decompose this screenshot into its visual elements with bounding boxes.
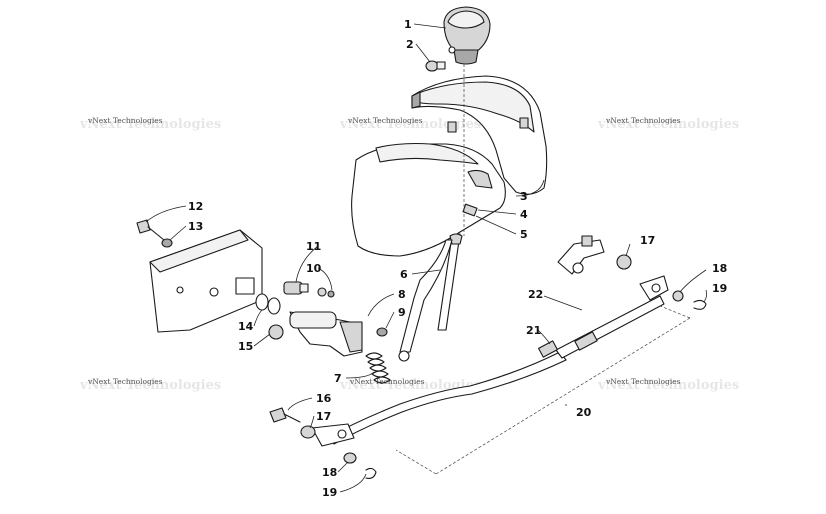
pin-ring-2 xyxy=(327,290,335,298)
watermark-ghost: vNext Technologies xyxy=(597,117,739,132)
shift-pivot-assembly xyxy=(289,311,363,357)
callout-2: 2 xyxy=(406,38,414,51)
callout-4: 4 xyxy=(520,208,528,221)
pivot-washer xyxy=(376,327,388,337)
callout-14: 14 xyxy=(238,320,254,333)
callout-13: 13 xyxy=(188,220,203,233)
watermark-ghost: vNext Technologies xyxy=(79,378,221,393)
callout-19-lower: 19 xyxy=(322,486,337,499)
callout-17-lower: 17 xyxy=(316,410,331,423)
callout-7: 7 xyxy=(334,372,342,385)
callout-18-lower: 18 xyxy=(322,466,337,479)
boot-clip xyxy=(462,203,478,217)
watermark-ghost: vNext Technologies xyxy=(339,378,481,393)
watermark-ghost: vNext Technologies xyxy=(597,378,739,393)
callout-18-upper: 18 xyxy=(712,262,727,275)
watermark: vNext Technologies xyxy=(605,377,681,386)
o-ring xyxy=(255,293,269,311)
knob-screw xyxy=(425,60,446,72)
callout-1: 1 xyxy=(404,18,412,31)
linkage-bolt xyxy=(269,407,301,423)
callout-22: 22 xyxy=(528,288,543,301)
watermark-ghost: vNext Technologies xyxy=(339,117,481,132)
shift-lever-rod xyxy=(398,233,463,362)
bushing xyxy=(268,324,284,340)
callout-15: 15 xyxy=(238,340,253,353)
callout-5: 5 xyxy=(520,228,528,241)
upper-link-arm xyxy=(557,235,605,275)
lower-washer xyxy=(343,452,357,464)
callout-20: 20 xyxy=(576,406,592,419)
lower-clip xyxy=(365,467,377,479)
bracket-bolt xyxy=(136,219,165,241)
pivot-pin xyxy=(283,281,309,295)
shift-knob xyxy=(443,6,491,65)
watermark: vNext Technologies xyxy=(87,377,163,386)
callout-9: 9 xyxy=(398,306,406,319)
watermark: vNext Technologies xyxy=(605,116,681,125)
callout-11: 11 xyxy=(306,240,321,253)
return-spring xyxy=(365,352,391,384)
callout-10: 10 xyxy=(306,262,322,275)
callout-6: 6 xyxy=(400,268,408,281)
lower-bushing xyxy=(300,425,316,439)
mounting-bracket xyxy=(149,229,263,333)
leader-lines xyxy=(145,23,708,493)
callout-19-upper: 19 xyxy=(712,282,727,295)
callout-17-upper: 17 xyxy=(640,234,655,247)
upper-bushing xyxy=(616,254,632,270)
shift-linkage-rod xyxy=(311,275,669,447)
callout-12: 12 xyxy=(188,200,203,213)
o-ring xyxy=(267,297,281,315)
callout-8: 8 xyxy=(398,288,406,301)
watermark-ghost: vNext Technologies xyxy=(79,117,221,132)
pin-ring xyxy=(317,287,327,297)
watermark: vNext Technologies xyxy=(347,116,423,125)
upper-clip xyxy=(693,299,707,310)
callout-21: 21 xyxy=(526,324,541,337)
watermark: vNext Technologies xyxy=(87,116,163,125)
callout-16: 16 xyxy=(316,392,332,405)
callout-3: 3 xyxy=(520,190,528,203)
bracket-washer xyxy=(161,238,173,248)
shifter-console-lower xyxy=(351,142,506,257)
upper-washer xyxy=(672,290,684,302)
callouts: 1 2 3 4 5 6 7 8 9 10 11 12 13 14 15 16 1… xyxy=(188,18,727,499)
shifter-console-upper xyxy=(411,75,548,195)
